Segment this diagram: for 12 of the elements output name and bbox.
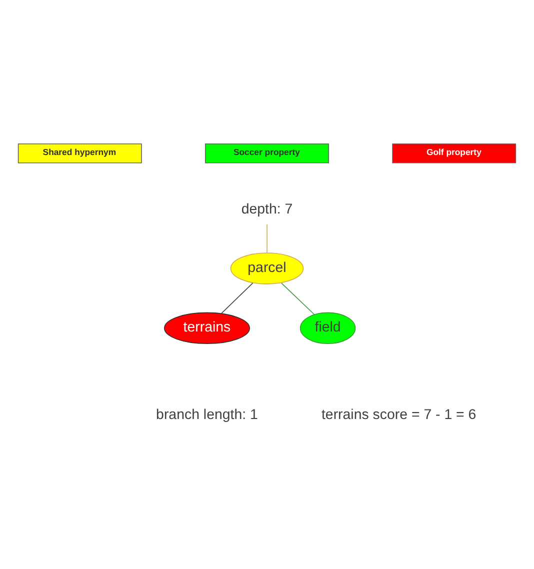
node-ellipse: parcel — [230, 252, 304, 284]
connector — [221, 282, 254, 314]
label: terrains score = 7 - 1 = 6 — [321, 407, 476, 424]
node-text: depth: 7 — [241, 202, 293, 218]
legend-label: Shared hypernym — [42, 146, 116, 157]
connector — [281, 282, 315, 315]
node-ellipse: field — [300, 312, 356, 344]
legend-label: Golf property — [426, 146, 482, 157]
connector — [266, 224, 268, 254]
legend-label: Soccer property — [233, 146, 300, 157]
label: branch length: 1 — [156, 407, 258, 424]
node-ellipse: terrains — [164, 312, 250, 344]
